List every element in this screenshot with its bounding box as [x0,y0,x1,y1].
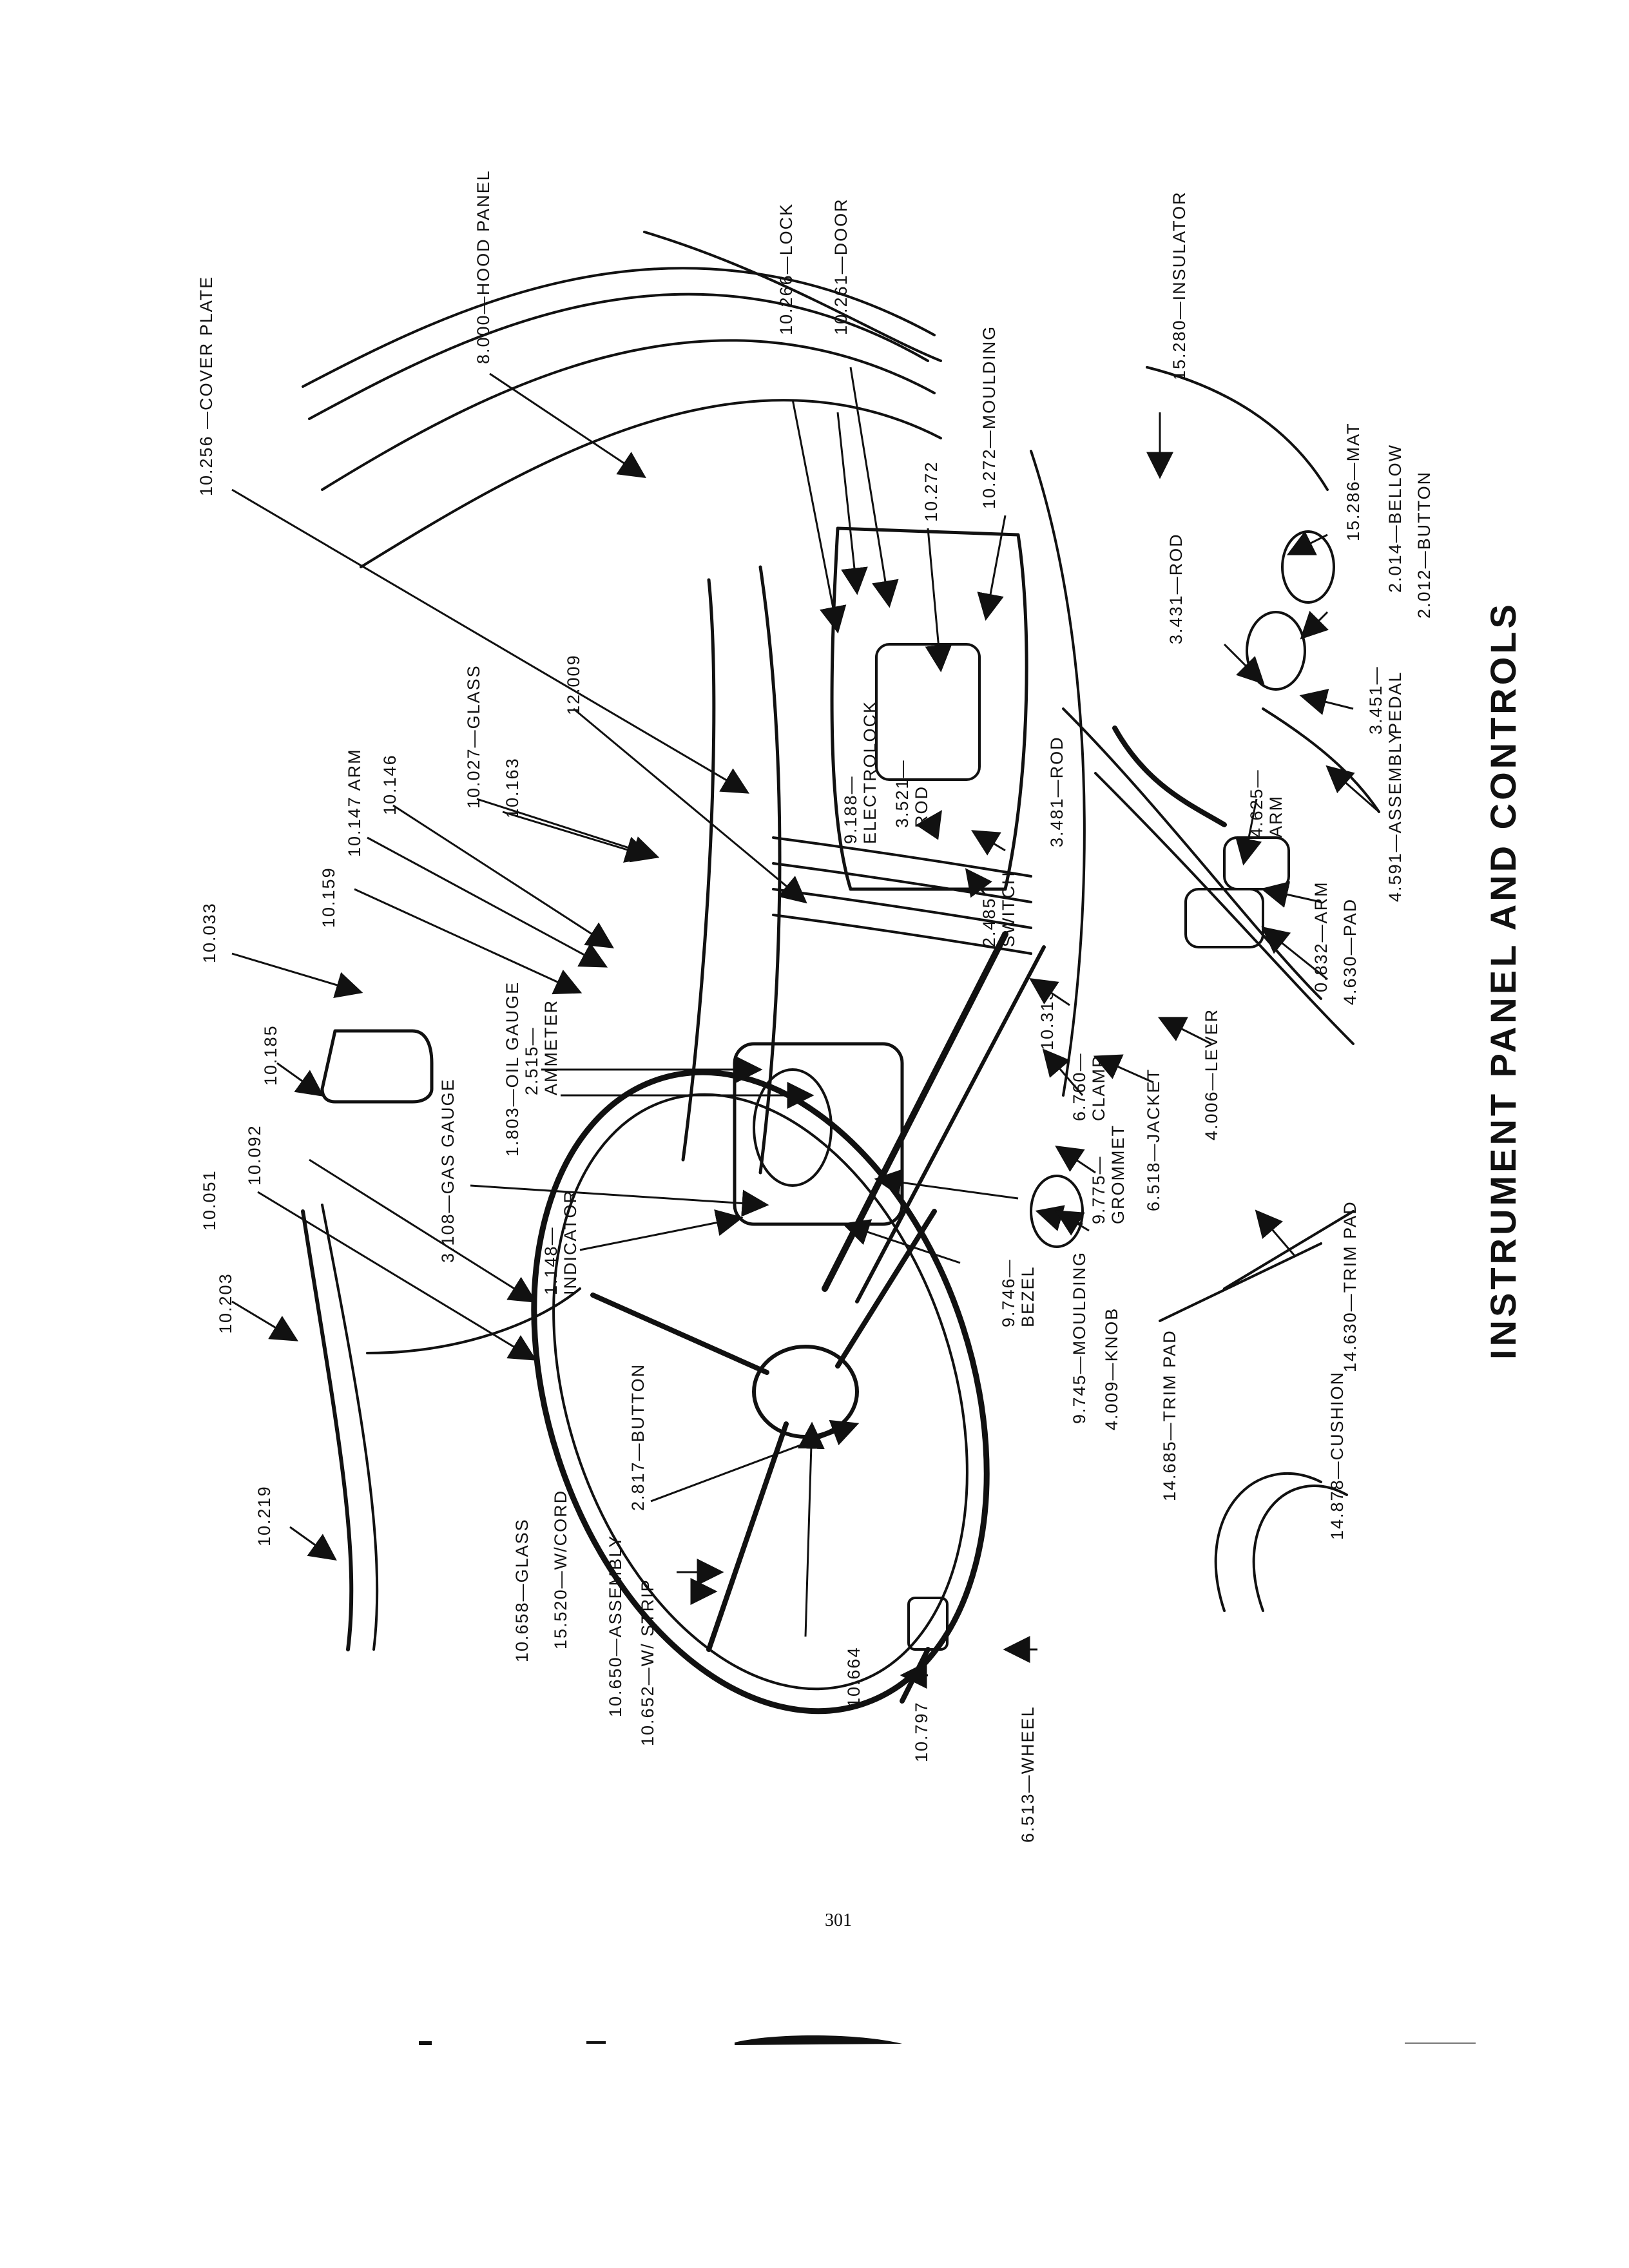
callout-item-009: 12.009 [564,654,583,715]
callout-arm-625: 4.625—ARM [1247,769,1286,838]
callout-rod-521: 3.521—ROD [892,759,931,828]
callout-moulding-272: 10.272—MOULDING [979,325,999,509]
drawing-linework [301,231,1380,1715]
callout-grommet: 9.775—GROMMET [1089,1124,1128,1224]
scan-marks [419,2035,1476,2045]
callout-knob: 4.009—KNOB [1102,1307,1121,1430]
callout-indicator: 1.148—INDICATOR [541,1189,580,1295]
callout-item-313: 10.313 [1037,989,1057,1050]
callout-item-185: 10.185 [261,1024,280,1086]
callout-bellow: 2.014—BELLOW [1385,443,1405,593]
callout-oil-gauge: 1.803—OIL GAUGE [503,981,522,1157]
callout-item-033: 10.033 [200,902,219,963]
callout-trim-pad-630: 14.630—TRIM PAD [1340,1200,1360,1372]
callout-item-219: 10.219 [255,1485,274,1546]
callout-button-012: 2.012—BUTTON [1414,470,1434,619]
callout-item-163: 10.163 [503,757,522,818]
callout-trim-pad-685: 14.685—TRIM PAD [1160,1329,1179,1501]
callout-jacket: 6.518—JACKET [1144,1068,1163,1211]
callout-rod-431: 3.431—ROD [1166,533,1186,644]
callout-electrolock: 9.188—ELECTROLOCK [841,700,880,844]
callout-item-092: 10.092 [245,1124,264,1186]
callout-pad-630: 4.630—PAD [1340,898,1360,1005]
callout-button-817: 2.817—BUTTON [628,1363,648,1511]
callout-glass-658: 10.658—GLASS [512,1518,532,1662]
callout-item-159: 10.159 [319,867,338,928]
callout-assembly-650: 10.650—ASSEMBLY [606,1534,625,1717]
callout-lever: 4.006—LEVER [1202,1008,1221,1140]
callout-door: 10.261—DOOR [831,198,851,335]
leader-lines [231,367,1380,1689]
callout-item-664: 10.664 [844,1646,863,1707]
callout-w-cord: 15.520—W/CORD [551,1489,570,1649]
callout-clamp: 6.760—CLAMP [1070,1052,1108,1121]
callout-cushion: 14.878—CUSHION [1327,1370,1347,1540]
callout-pedal: 3.451—PEDAL [1366,666,1405,735]
callout-cover-plate: 10.256 —COVER PLATE [197,275,216,496]
callout-lock: 10.266—LOCK [776,202,796,335]
callout-w-strip: 10.652—W/ STRIP [638,1579,657,1746]
callout-item-203: 10.203 [216,1273,235,1334]
callout-gas-gauge: 3.108—GAS GAUGE [438,1078,458,1263]
callout-moulding-745: 9.745—MOULDING [1070,1251,1089,1424]
callout-glass-027: 10.027—GLASS [464,664,483,809]
callout-item-272: 10.272 [921,461,941,522]
callout-mat: 15.286—MAT [1344,422,1363,541]
callout-wheel: 6.513—WHEEL [1018,1706,1037,1843]
callout-insulator: 15.280—INSULATOR [1170,191,1189,380]
callout-rod-481: 3.481—ROD [1047,736,1066,847]
callout-assembly-591: 4.591—ASSEMBLY [1385,730,1405,902]
callout-arm-832: 0.832—ARM [1311,881,1331,992]
callout-hood-panel: 8.000—HOOD PANEL [474,169,493,364]
page-number: 301 [825,1910,852,1930]
callout-item-051: 10.051 [200,1169,219,1231]
page-title: INSTRUMENT PANEL AND CONTROLS [1483,601,1523,1360]
callout-bezel: 9.746—BEZEL [999,1258,1037,1327]
callout-ammeter: 2.515—AMMETER [522,999,561,1095]
callout-item-797: 10.797 [912,1701,931,1762]
callout-item-146: 10.146 [380,754,400,815]
callout-arm-147: 10.147 ARM [345,748,364,857]
